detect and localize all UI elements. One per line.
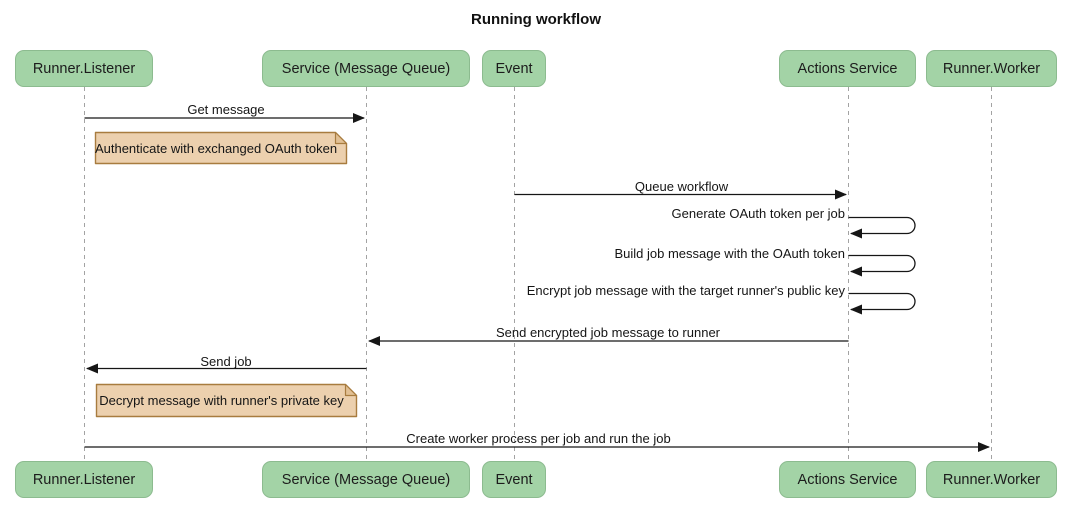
actor-label: Runner.Worker — [942, 60, 1041, 77]
actor-service-message-queue-top: Service (Message Queue) — [262, 50, 470, 87]
message-label-send-job: Send job — [200, 354, 252, 369]
message-label-send-encrypted-job-message: Send encrypted job message to runner — [495, 325, 721, 340]
message-label-generate-oauth-token: Generate OAuth token per job — [671, 206, 845, 221]
note-authenticate: Authenticate with exchanged OAuth token — [94, 140, 338, 156]
actor-event-bottom: Event — [482, 461, 546, 498]
note-auth-fold-icon — [334, 131, 348, 145]
actor-label: Actions Service — [797, 60, 898, 77]
actor-label: Actions Service — [797, 471, 898, 488]
actor-label: Event — [495, 471, 533, 488]
actor-actions-service-top: Actions Service — [779, 50, 916, 87]
arrow-encrypt-job-message-self — [848, 292, 916, 315]
actor-event-top: Event — [482, 50, 546, 87]
actor-service-message-queue-bottom: Service (Message Queue) — [262, 461, 470, 498]
actor-label: Runner.Listener — [32, 60, 136, 77]
arrow-build-job-message-self — [848, 254, 916, 277]
actor-label: Service (Message Queue) — [281, 60, 451, 77]
note-decrypt-shape — [95, 383, 358, 418]
message-label-build-job-message: Build job message with the OAuth token — [614, 246, 845, 261]
message-label-create-worker-process: Create worker process per job and run th… — [406, 431, 671, 446]
actor-label: Runner.Listener — [32, 471, 136, 488]
note-decrypt: Decrypt message with runner's private ke… — [99, 393, 344, 408]
message-label-encrypt-job-message: Encrypt job message with the target runn… — [526, 283, 845, 298]
note-decrypt-fold-icon — [344, 383, 358, 397]
note-shapes — [94, 131, 358, 418]
arrow-generate-oauth-token-self — [848, 216, 916, 239]
message-label-queue-workflow: Queue workflow — [634, 179, 729, 194]
actor-label: Runner.Worker — [942, 471, 1041, 488]
actor-runner-listener-bottom: Runner.Listener — [15, 461, 153, 498]
actor-runner-listener-top: Runner.Listener — [15, 50, 153, 87]
message-arrows — [84, 113, 990, 452]
diagram-title: Running workflow — [471, 11, 601, 28]
note-auth-shape — [94, 131, 348, 165]
actor-actions-service-bottom: Actions Service — [779, 461, 916, 498]
actor-label: Service (Message Queue) — [281, 471, 451, 488]
lifelines — [84, 87, 992, 461]
message-label-get-message: Get message — [187, 102, 265, 117]
actor-label: Event — [495, 60, 533, 77]
actor-runner-worker-top: Runner.Worker — [926, 50, 1057, 87]
actor-runner-worker-bottom: Runner.Worker — [926, 461, 1057, 498]
